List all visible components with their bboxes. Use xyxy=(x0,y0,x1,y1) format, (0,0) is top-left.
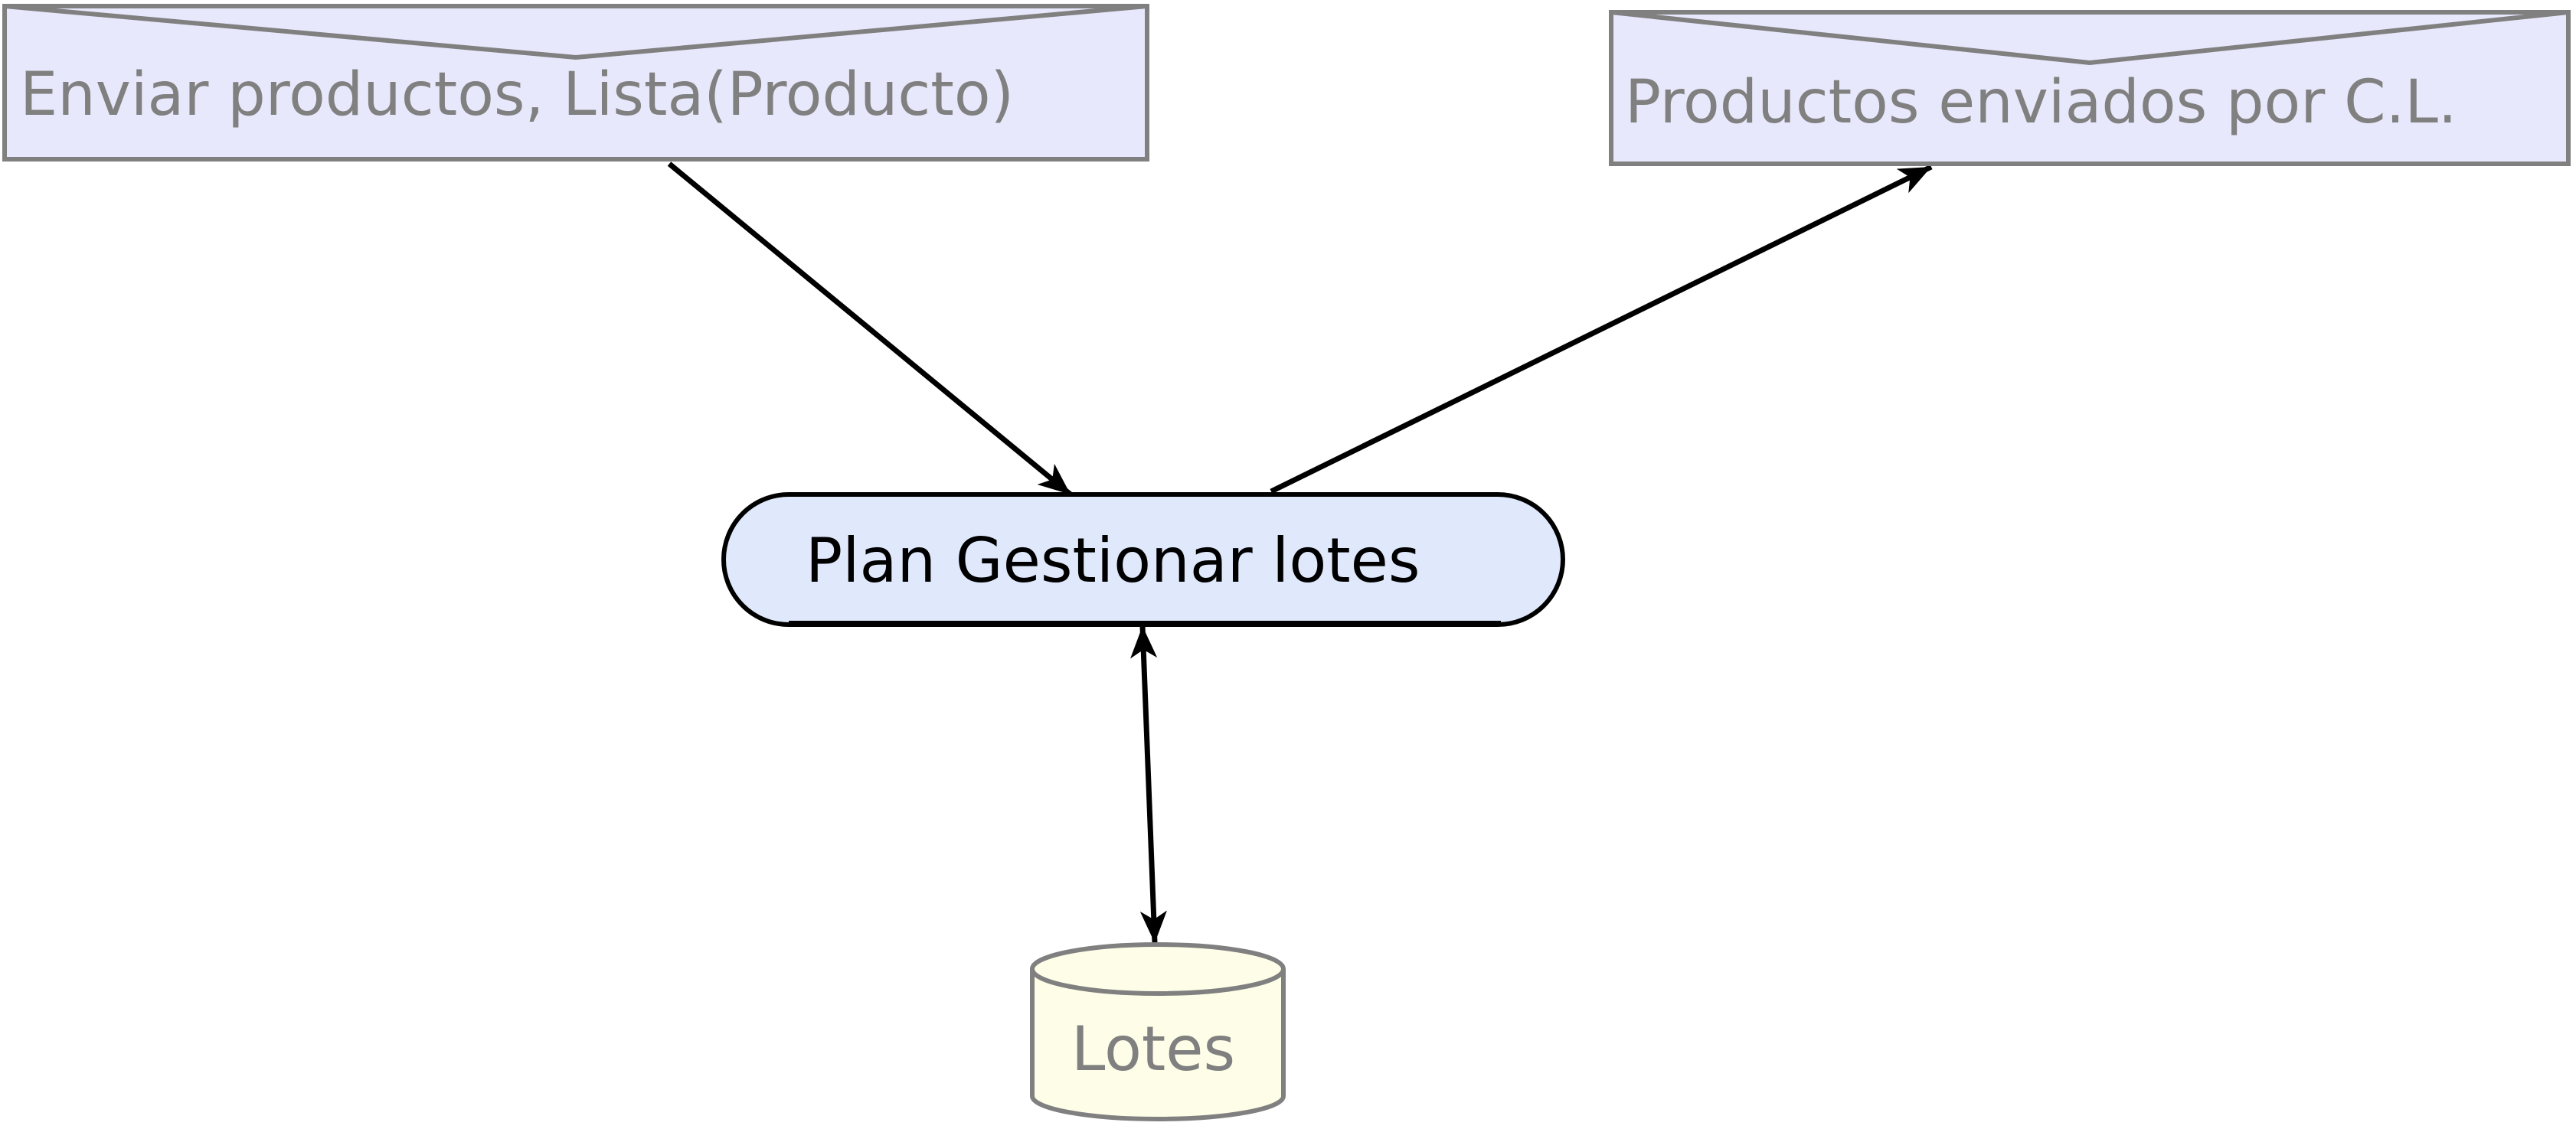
edge-plan-to-output xyxy=(1270,164,1933,494)
input-event-notch xyxy=(4,4,1148,60)
output-event-label: Productos enviados por C.L. xyxy=(1625,68,2457,137)
store-label: Lotes xyxy=(1071,1013,1235,1085)
input-event-node: Enviar productos, Lista(Producto) xyxy=(2,4,1149,162)
plan-node: Plan Gestionar lotes xyxy=(721,492,1565,627)
edge-input-to-plan xyxy=(667,162,1073,497)
plan-label: Plan Gestionar lotes xyxy=(806,525,1420,596)
input-event-box xyxy=(2,4,1149,162)
store-node: Lotes xyxy=(1030,942,1286,1121)
edge-plan-store-bidirectional xyxy=(1130,625,1167,944)
store-cylinder-body xyxy=(1030,969,1286,1121)
input-event-label: Enviar productos, Lista(Producto) xyxy=(20,60,1014,129)
output-event-box xyxy=(1609,10,2571,166)
output-event-node: Productos enviados por C.L. xyxy=(1609,10,2571,166)
store-cylinder-top xyxy=(1030,942,1286,996)
edges xyxy=(667,162,1933,944)
output-event-notch xyxy=(1610,10,2569,66)
